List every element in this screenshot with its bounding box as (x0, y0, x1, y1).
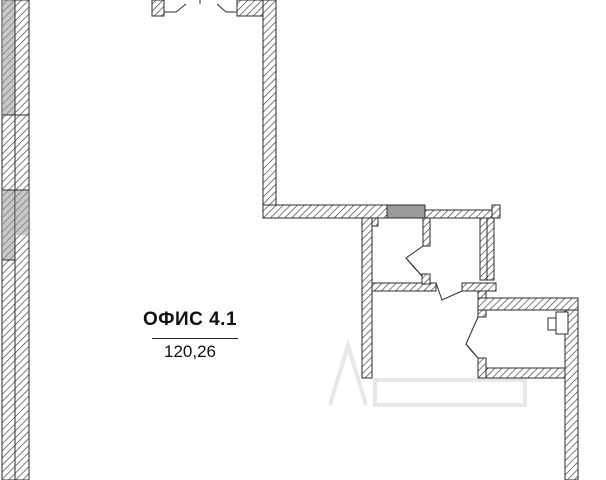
top-opening (151, 0, 264, 17)
bathroom-block (361, 217, 579, 480)
area-divider (152, 338, 238, 339)
door-swings (405, 245, 479, 359)
left-outer-wall (1, 0, 30, 480)
room-name: ОФИС 4.1 (142, 309, 238, 330)
watermark-logo (328, 338, 527, 407)
upper-right-wall (262, 0, 501, 219)
room-area: 120,26 (164, 342, 216, 361)
